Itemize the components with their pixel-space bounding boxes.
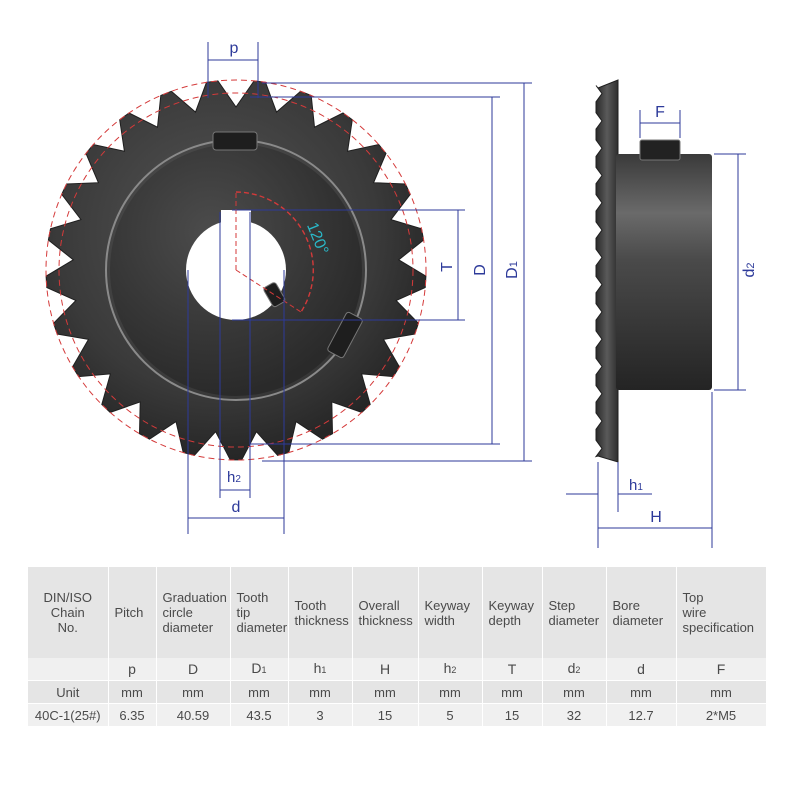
tooth-thickness-dimension	[566, 462, 652, 512]
table-symbol-cell: F	[676, 658, 767, 681]
table-value-cell: 3	[288, 703, 353, 726]
keyway-depth-label: T	[439, 262, 456, 272]
set-screw-right	[327, 311, 363, 359]
table-value-cell: 15	[482, 703, 543, 726]
hub-cylinder	[616, 154, 712, 390]
angle-arc	[235, 191, 314, 313]
tip-circle	[45, 79, 427, 461]
tip-diameter-label: D1	[504, 261, 521, 279]
sprocket-technical-drawing: 120° p D D1 T	[45, 40, 758, 548]
table-unit-cell: mm	[108, 680, 157, 704]
set-screw-left	[263, 282, 286, 308]
tip-diameter-dimension	[262, 82, 532, 462]
set-screw-top	[212, 131, 258, 151]
table-unit-cell: mm	[676, 680, 767, 704]
table-symbol-cell: d2	[542, 658, 607, 681]
table-unit-cell: mm	[288, 680, 353, 704]
top-wire-dimension	[639, 110, 681, 138]
table-value-cell: 5	[418, 703, 483, 726]
table-value-cell: 12.7	[606, 703, 677, 726]
bore-label: d	[232, 499, 241, 516]
table-value-cell: 6.35	[108, 703, 157, 726]
table-unit-cell: mm	[352, 680, 419, 704]
step-diameter-dimension	[714, 153, 746, 391]
table-header-cell: Pitch	[108, 567, 157, 658]
table-symbol-cell	[28, 658, 109, 681]
keyway-width-label: h2	[227, 469, 241, 486]
table-symbol-cell: T	[482, 658, 543, 681]
table-unit-cell: mm	[606, 680, 677, 704]
sprocket-plate-side	[594, 79, 619, 463]
table-value-cell: 2*M5	[676, 703, 767, 726]
side-view: F d2 h1 H	[566, 79, 758, 548]
graduation-diameter-dimension	[250, 96, 500, 445]
pitch-dimension	[207, 42, 259, 98]
table-value-cell: 40C-1(25#)	[28, 703, 109, 726]
table-value-cell: 32	[542, 703, 607, 726]
table-symbol-cell: h1	[288, 658, 353, 681]
table-unit-cell: Unit	[28, 680, 109, 704]
table-unit-cell: mm	[542, 680, 607, 704]
table-unit-cell: mm	[156, 680, 231, 704]
keyway-depth-dimension	[232, 209, 465, 321]
angle-ray-bottom	[235, 269, 302, 313]
table-value-cell: 40.59	[156, 703, 231, 726]
overall-thickness-dimension	[597, 392, 713, 548]
top-wire-label: F	[655, 104, 665, 121]
table-symbol-cell: D1	[230, 658, 289, 681]
table-value-cell: 15	[352, 703, 419, 726]
step-diameter-label: d2	[741, 262, 758, 277]
keyway-width-dimension	[219, 212, 251, 498]
pitch-label: p	[230, 40, 239, 57]
graduation-circle	[58, 92, 414, 448]
table-symbol-cell: h2	[418, 658, 483, 681]
table-symbol-cell: d	[606, 658, 677, 681]
table-symbol-cell: D	[156, 658, 231, 681]
front-view: 120° p D D1 T	[45, 40, 532, 534]
table-symbol-cell: p	[108, 658, 157, 681]
bore-dimension	[187, 270, 285, 534]
table-unit-cell: mm	[418, 680, 483, 704]
overall-thickness-label: H	[650, 509, 662, 526]
table-symbol-cell: H	[352, 658, 419, 681]
table-unit-cell: mm	[230, 680, 289, 704]
graduation-diameter-label: D	[472, 264, 489, 276]
table-unit-cell: mm	[482, 680, 543, 704]
tooth-thickness-label: h1	[629, 477, 643, 494]
top-screw	[639, 139, 681, 161]
table-value-cell: 43.5	[230, 703, 289, 726]
